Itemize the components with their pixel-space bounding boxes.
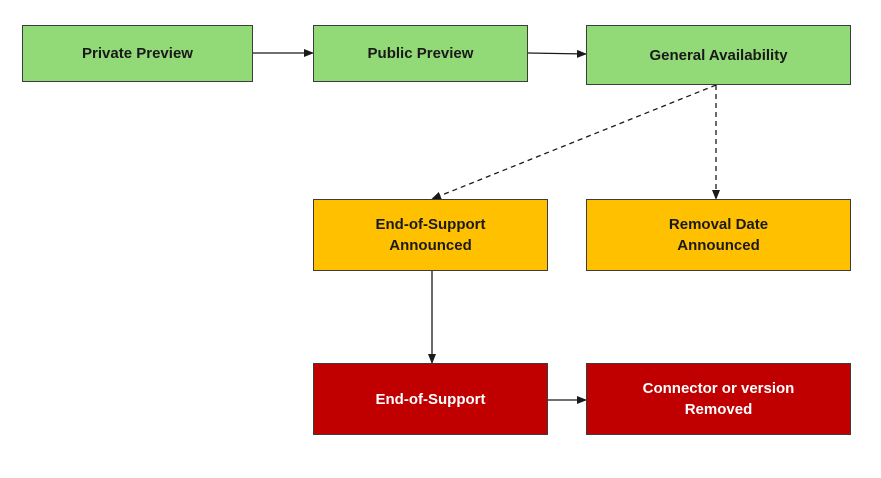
node-public-preview: Public Preview	[313, 25, 528, 82]
node-connector-removed: Connector or version Removed	[586, 363, 851, 435]
node-removal-date-announced: Removal Date Announced	[586, 199, 851, 271]
arrow-ga-to-eos-announced	[431, 84, 717, 200]
node-private-preview: Private Preview	[22, 25, 253, 82]
node-end-of-support: End-of-Support	[313, 363, 548, 435]
arrow-public-to-ga	[527, 49, 587, 58]
node-general-availability: General Availability	[586, 25, 851, 85]
node-end-of-support-announced: End-of-Support Announced	[313, 199, 548, 271]
